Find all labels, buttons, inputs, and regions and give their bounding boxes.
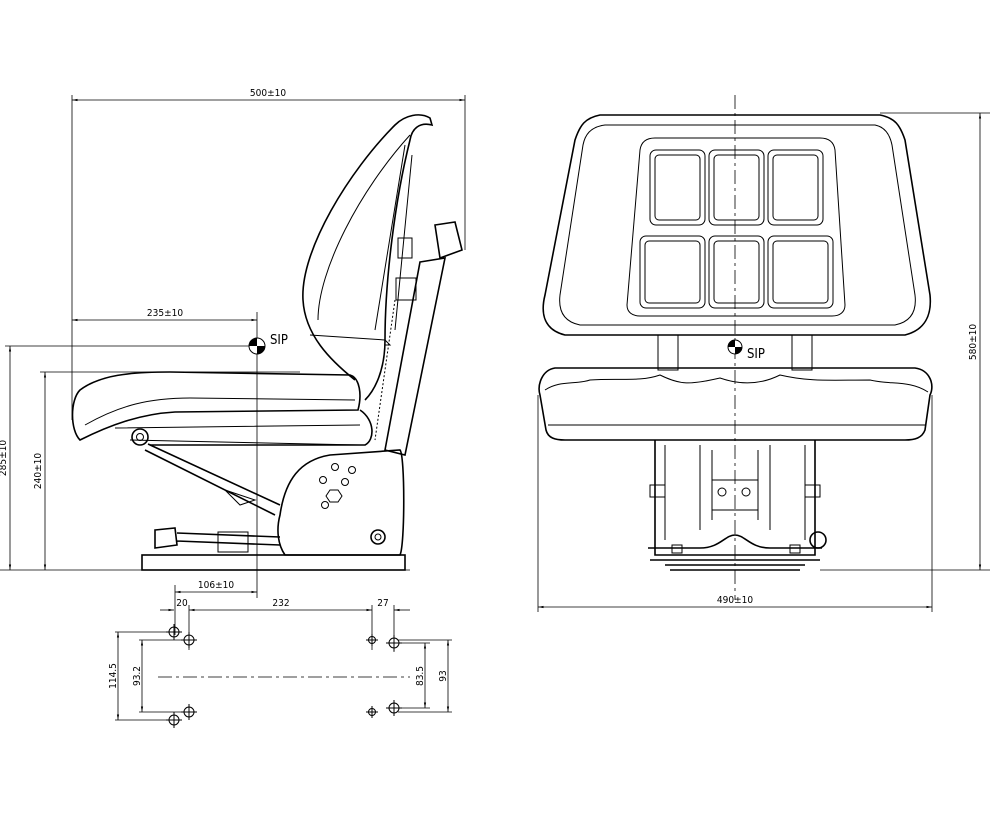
dim-sip-from-mount: 106±10 [198,580,234,591]
dim-overall-depth: 500±10 [250,88,286,99]
sip-marker-front [727,339,743,355]
mounting-pattern: 20 232 27 114.5 93.2 83.5 93 [108,598,452,728]
base-plate-side [141,554,406,571]
side-view [71,114,463,571]
seat-cushion-side [71,371,361,441]
dim-sip-from-front: 235±10 [147,308,183,319]
seat-cushion-front [538,367,933,441]
dim-overall-height: 580±10 [968,324,979,360]
backrest-pads [639,149,834,309]
dim-offset-right: 27 [377,598,388,609]
dim-offset-left: 20 [176,598,188,609]
dim-inner-left-height: 93.2 [132,666,143,686]
front-view [538,114,933,571]
front-dimensions: SIP 580±10 490±10 [537,95,990,612]
dim-outer-right-height: 93 [438,670,449,681]
pivot-bolt [131,428,149,446]
backrest-side [302,114,434,401]
dim-inner-right-height: 83.5 [415,666,426,686]
side-dimensions: 500±10 235±10 SIP 285±10 240±10 106±10 [0,88,466,635]
sip-marker-side [248,337,266,355]
dim-outer-left-height: 114.5 [108,663,119,689]
backrest-knob [434,221,463,260]
sip-label-side: SIP [270,333,288,348]
backrest-front [542,114,932,336]
dim-hole-span: 232 [272,598,289,609]
sip-label-front: SIP [747,347,765,362]
dim-overall-width: 490±10 [717,595,753,606]
suspension-housing [277,449,405,556]
dim-seat-height: 240±10 [33,453,44,489]
fore-aft-lever [154,527,281,549]
mounting-holes [166,624,402,728]
dim-sip-height: 285±10 [0,440,9,476]
